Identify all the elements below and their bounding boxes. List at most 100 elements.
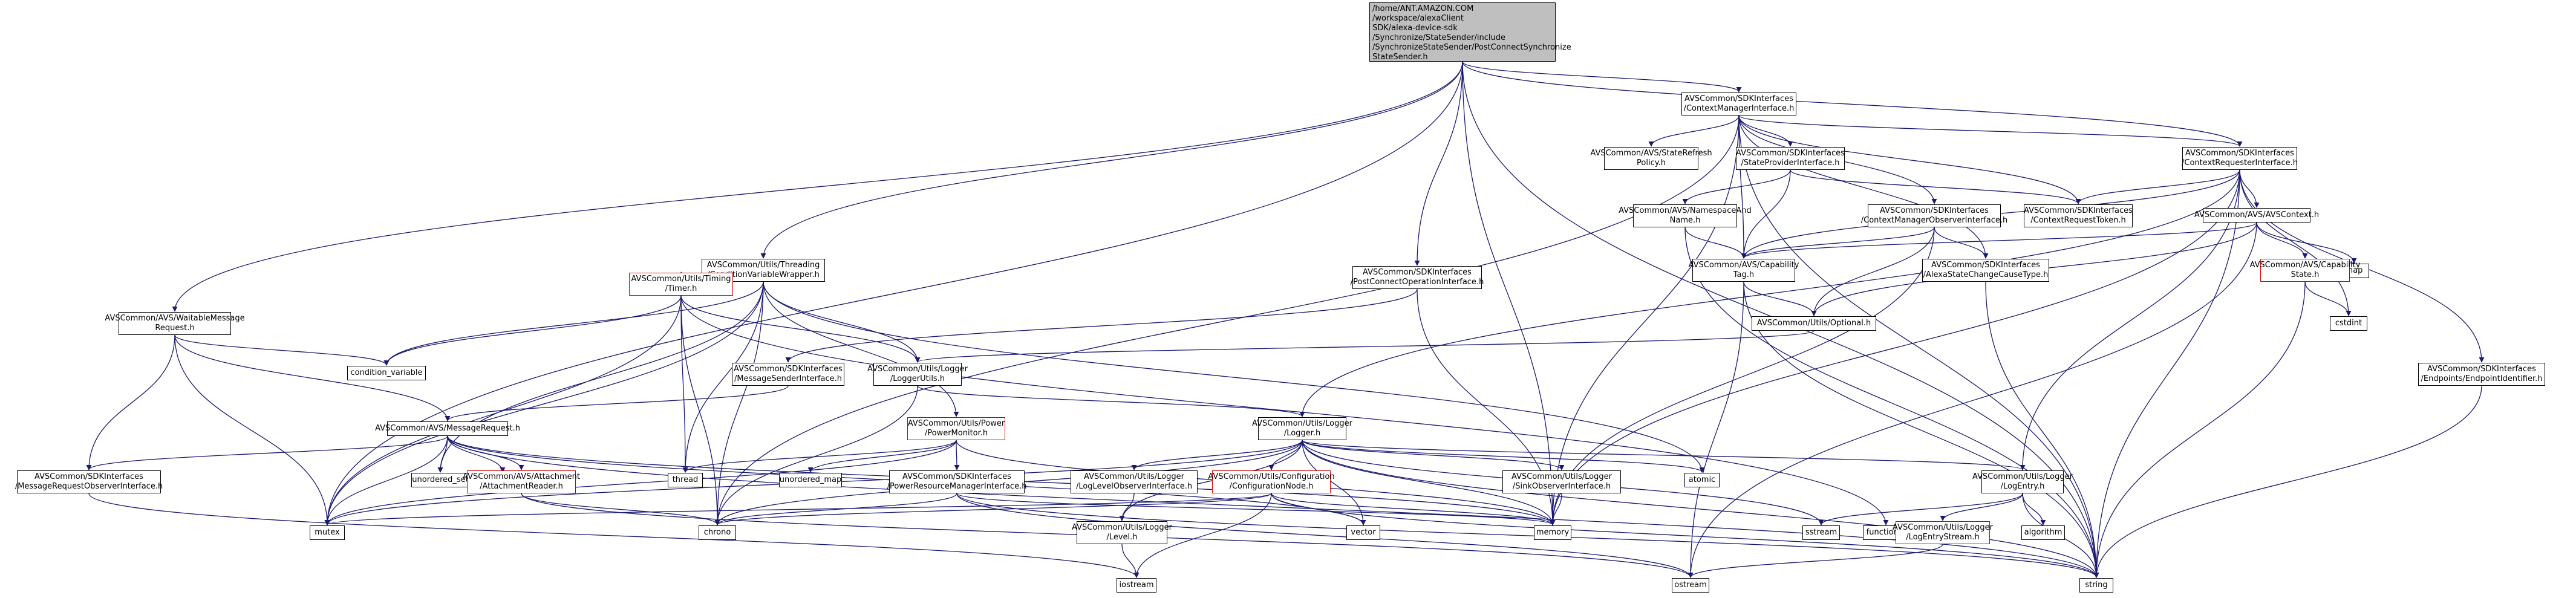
edge-namespace_and_name-to-string: [1684, 227, 2099, 578]
edge-endpoint_identifier-to-string: [2093, 385, 2482, 578]
edge-log_entry-to-sstream: [1818, 493, 2023, 525]
node-sstream[interactable]: sstream: [1802, 525, 1840, 540]
node-message-request-observer-interface[interactable]: AVSCommon/SDKInterfaces /MessageRequestO…: [15, 470, 163, 493]
edge-capability_tag-to-optional: [1743, 281, 1817, 316]
node-endpoint-identifier[interactable]: AVSCommon/SDKInterfaces /Endpoints/Endpo…: [2418, 363, 2545, 386]
edge-context_manager-to-memory: [1550, 115, 1740, 525]
edge-power_monitor-to-mutex: [324, 440, 957, 525]
node-logger-utils[interactable]: AVSCommon/Utils/Logger /LoggerUtils.h: [867, 363, 968, 386]
edge-configuration_node-to-chrono: [714, 493, 1272, 525]
node-state-refresh-policy[interactable]: AVSCommon/AVS/StateRefresh Policy.h: [1590, 147, 1712, 170]
edge-post_connect_operation-to-message_sender: [785, 288, 1418, 363]
node-string[interactable]: string: [2079, 578, 2113, 593]
edge-timer-to-thread: [680, 295, 688, 473]
node-thread[interactable]: thread: [668, 473, 703, 487]
edge-message_request-to-unordered_set: [437, 435, 448, 473]
node-vector[interactable]: vector: [1346, 525, 1380, 540]
node-unordered-map[interactable]: unordered_map: [779, 473, 842, 487]
edge-context_manager_observer-to-optional: [1811, 227, 1935, 316]
edge-waitable_message-to-message_request_observer: [86, 334, 175, 470]
edge-context_manager_observer-to-memory: [1550, 227, 1935, 525]
node-context-manager-observer-interface[interactable]: AVSCommon/SDKInterfaces /ContextManagerO…: [1861, 204, 2007, 227]
edge-waitable_message-to-mutex: [174, 334, 330, 525]
node-logger[interactable]: AVSCommon/Utils/Logger /Logger.h: [1252, 417, 1352, 440]
node-attachment-reader[interactable]: AVSCommon/AVS/Attachment /AttachmentRead…: [463, 470, 580, 493]
edge-log_entry-to-algorithm: [2022, 493, 2046, 525]
edge-condition_variable_wrapper-to-power_monitor: [763, 281, 959, 417]
node-avs-context[interactable]: AVSCommon/AVS/AVSContext.h: [2194, 208, 2319, 223]
edge-timer-to-functional: [680, 295, 1889, 525]
edge-root-to-waitable_message: [172, 61, 1463, 312]
edge-logger_utils-to-logger: [917, 385, 1305, 417]
node-log-entry-stream[interactable]: AVSCommon/Utils/Logger /LogEntryStream.h: [1893, 521, 1993, 544]
edge-waitable_message-to-condition_variable: [174, 334, 390, 366]
edge-condition_variable_wrapper-to-atomic: [763, 281, 1705, 473]
edge-condition_variable_wrapper-to-chrono: [714, 281, 764, 525]
edge-timer-to-condition_variable: [383, 295, 682, 366]
edge-logger-to-sink_observer: [1302, 440, 1565, 470]
edge-avs_context-to-capability_state: [2256, 222, 2308, 259]
node-waitable-message-request[interactable]: AVSCommon/AVS/WaitableMessage Request.h: [105, 312, 245, 335]
edge-configuration_node-to-mutex: [324, 493, 1272, 525]
node-chrono[interactable]: chrono: [699, 525, 736, 540]
root-header-node[interactable]: /home/ANT.AMAZON.COM /workspace/alexaCli…: [1369, 2, 1571, 62]
node-capability-state[interactable]: AVSCommon/AVS/Capability State.h: [2250, 259, 2360, 282]
edge-context_manager_observer-to-capability_tag: [1741, 227, 1935, 259]
edge-namespace_and_name-to-capability_tag: [1684, 227, 1747, 259]
edge-capability_state-to-cstdint: [2304, 281, 2352, 316]
node-context-request-token[interactable]: AVSCommon/SDKInterfaces /ContextRequestT…: [2024, 204, 2133, 227]
node-timer[interactable]: AVSCommon/Utils/Timing /Timer.h: [629, 273, 733, 296]
node-power-resource-manager-interface[interactable]: AVSCommon/SDKInterfaces /PowerResourceMa…: [887, 470, 1026, 493]
node-namespace-and-name[interactable]: AVSCommon/AVS/NamespaceAnd Name.h: [1619, 204, 1752, 227]
node-ostream[interactable]: ostream: [1672, 578, 1709, 593]
edge-message_request-to-string: [447, 435, 2099, 578]
edge-condition_variable_wrapper-to-mutex: [324, 281, 764, 525]
node-algorithm[interactable]: algorithm: [2021, 525, 2065, 540]
node-message-sender-interface[interactable]: AVSCommon/SDKInterfaces /MessageSenderIn…: [732, 363, 844, 386]
edge-power_resource_manager-to-ostream: [956, 493, 1694, 578]
edge-power_monitor-to-unordered_map: [807, 440, 957, 473]
edge-root-to-post_connect_operation: [1414, 61, 1463, 266]
edge-power_monitor-to-power_resource_manager: [954, 440, 960, 470]
node-mutex[interactable]: mutex: [310, 525, 345, 540]
node-memory[interactable]: memory: [1534, 525, 1571, 540]
node-log-entry[interactable]: AVSCommon/Utils/Logger /LogEntry.h: [1972, 470, 2073, 493]
edge-root-to-condition_variable_wrapper: [760, 61, 1463, 259]
edge-root-to-context_manager: [1462, 61, 1742, 93]
edge-state_provider-to-context_request_token: [1790, 169, 2081, 204]
edge-condition_variable_wrapper-to-thread: [682, 281, 764, 473]
node-level[interactable]: AVSCommon/Utils/Logger /Level.h: [1072, 521, 1172, 544]
node-context-requester-interface[interactable]: AVSCommon/SDKInterfaces /ContextRequeste…: [2182, 147, 2298, 170]
node-optional[interactable]: AVSCommon/Utils/Optional.h: [1752, 316, 1876, 331]
edge-state_provider-to-capability_tag: [1741, 169, 1791, 259]
edge-power_resource_manager-to-memory: [956, 493, 1556, 525]
edge-power_resource_manager-to-chrono: [714, 493, 957, 525]
edge-context_requester-to-context_request_token: [2075, 169, 2240, 204]
node-alexa-state-change-cause-type[interactable]: AVSCommon/SDKInterfaces /AlexaStateChang…: [1922, 259, 2049, 282]
node-sink-observer-interface[interactable]: AVSCommon/Utils/Logger /SinkObserverInte…: [1502, 470, 1621, 493]
node-atomic[interactable]: atomic: [1684, 473, 1720, 487]
node-state-provider-interface[interactable]: AVSCommon/SDKInterfaces /StateProviderIn…: [1736, 147, 1845, 170]
node-power-monitor[interactable]: AVSCommon/Utils/Power /PowerMonitor.h: [907, 417, 1005, 440]
edge-alexa_state_change-to-string: [1985, 281, 2099, 578]
edge-context_requester-to-log_entry: [2020, 169, 2240, 470]
edge-waitable_message-to-message_request: [174, 334, 451, 421]
node-configuration-node[interactable]: AVSCommon/Utils/Configuration /Configura…: [1208, 470, 1335, 493]
edge-context_manager-to-context_requester: [1738, 115, 2243, 147]
edge-context_manager_observer-to-alexa_state_change: [1934, 227, 1989, 259]
node-condition-variable[interactable]: condition_variable: [347, 366, 426, 380]
edge-capability_tag-to-ostream: [1687, 281, 1744, 578]
node-cstdint[interactable]: cstdint: [2330, 316, 2367, 331]
node-condition-variable-wrapper[interactable]: AVSCommon/Utils/Threading /ConditionVari…: [702, 259, 825, 282]
node-post-connect-operation-interface[interactable]: AVSCommon/SDKInterfaces /PostConnectOper…: [1351, 266, 1484, 289]
node-message-request[interactable]: AVSCommon/AVS/MessageRequest.h: [375, 421, 520, 436]
node-log-level-observer-interface[interactable]: AVSCommon/Utils/Logger /LogLevelObserver…: [1071, 470, 1198, 493]
node-capability-tag[interactable]: AVSCommon/AVS/Capability Tag.h: [1689, 259, 1799, 282]
node-iostream[interactable]: iostream: [1117, 578, 1156, 593]
edge-log_entry-to-log_entry_stream: [1940, 493, 2023, 521]
node-unordered-set[interactable]: unordered_set: [411, 473, 469, 487]
edge-logger-to-log_level_observer: [1131, 440, 1303, 470]
node-context-manager-interface[interactable]: AVSCommon/SDKInterfaces /ContextManagerI…: [1681, 93, 1796, 115]
